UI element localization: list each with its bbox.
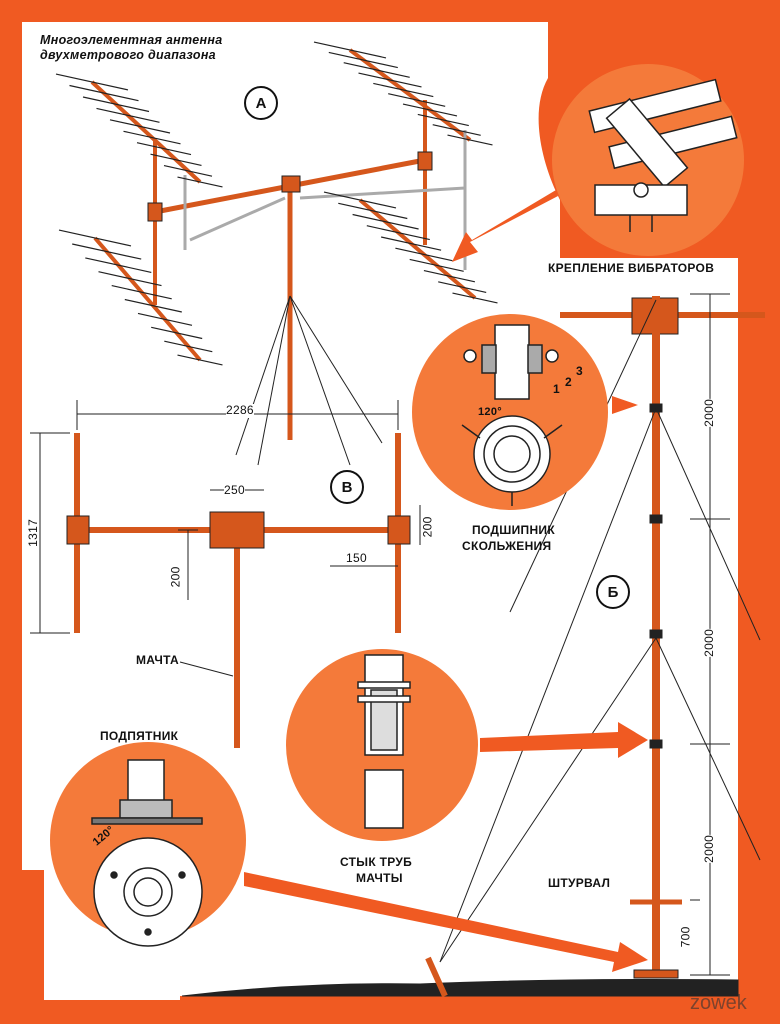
slide-bearing-caption-line1: ПОДШИПНИК <box>472 523 555 537</box>
view-v-front <box>30 400 421 748</box>
part-number-3: 3 <box>576 364 583 378</box>
vibrator-element <box>438 281 487 293</box>
view-label-a: А <box>244 86 278 120</box>
vibrator-element <box>452 292 498 304</box>
diagram-title-line2: двухметрового диапазона <box>40 48 216 62</box>
pipe-joint-detail <box>357 654 411 829</box>
vibrator-element <box>85 257 152 273</box>
view-label-v: В <box>330 470 364 504</box>
vibrator-element <box>380 236 442 251</box>
vibrator-element <box>111 285 172 300</box>
vibrator-element <box>72 243 142 260</box>
dimension-handwheel-height: 700 <box>678 926 693 948</box>
part-number-1: 1 <box>553 382 560 396</box>
handwheel-caption: ШТУРВАЛ <box>548 876 611 890</box>
vibrator-element <box>137 312 193 326</box>
view-b-mast <box>181 296 765 998</box>
vibrator-mount-caption: КРЕПЛЕНИЕ ВИБРАТОРОВ <box>548 261 715 275</box>
vibrator-element <box>366 225 430 241</box>
vibrator-mount-arrow <box>452 190 558 262</box>
vibrator-element <box>447 134 493 146</box>
vibrator-element <box>409 258 464 272</box>
pipe-joint-caption-line2: МАЧТЫ <box>356 871 403 885</box>
vibrator-element <box>109 119 171 134</box>
vibrator-element <box>58 229 132 247</box>
vibrator-element <box>358 72 422 88</box>
slide-bearing-arrow <box>612 396 638 414</box>
vibrator-element <box>124 298 182 313</box>
pipe-joint-caption-line1: СТЫК ТРУБ <box>340 855 413 869</box>
vibrator-element <box>338 202 408 220</box>
vibrator-element <box>177 176 223 188</box>
vibrator-element <box>96 107 160 123</box>
dimension-section-low: 2000 <box>702 834 717 863</box>
thrust-bearing-detail <box>91 759 203 947</box>
slide-bearing-circle <box>412 314 608 510</box>
vibrator-element <box>123 130 181 145</box>
white-panel <box>22 22 738 1000</box>
vibrator-element <box>395 247 453 262</box>
view-a-vibrator-elements <box>55 41 498 366</box>
vibrator-element <box>69 84 139 102</box>
bearing-angle-label: 120° <box>478 406 502 418</box>
vibrator-mount-detail <box>588 78 738 232</box>
dimension-boom: 250 <box>224 483 245 498</box>
vibrator-element <box>150 153 202 166</box>
vibrator-element <box>328 51 398 69</box>
vibrator-element <box>163 165 213 177</box>
watermark: zowek <box>690 992 747 1014</box>
slide-bearing-caption-line2: СКОЛЬЖЕНИЯ <box>462 539 552 553</box>
dimension-width: 2286 <box>226 403 254 418</box>
vibrator-element <box>388 93 446 107</box>
vibrator-element <box>323 191 397 209</box>
diagram-title-line1: Многоэлементная антенна <box>40 33 223 47</box>
vibrator-element <box>343 62 410 78</box>
vibrator-element <box>423 270 476 283</box>
dimension-side-offset: 200 <box>420 516 435 538</box>
mast-caption: МАЧТА <box>136 653 179 667</box>
vibrator-element <box>373 82 434 98</box>
view-a-perspective-antenna <box>90 48 477 466</box>
vibrator-element <box>432 124 481 136</box>
vibrator-element <box>98 271 162 287</box>
vibrator-element <box>417 113 469 127</box>
vibrator-element <box>136 142 192 156</box>
view-label-b: Б <box>596 575 630 609</box>
dimension-section-top: 2000 <box>702 398 717 427</box>
dimension-height: 1317 <box>26 518 41 547</box>
vibrator-element <box>151 326 203 340</box>
part-number-2: 2 <box>565 375 572 389</box>
thrust-bearing-caption: ПОДПЯТНИК <box>100 729 179 743</box>
pipe-joint-arrow <box>480 722 648 758</box>
dimension-side-gap: 150 <box>346 551 367 565</box>
vibrator-element <box>82 96 150 113</box>
dimension-mast-offset: 200 <box>168 566 183 588</box>
vibrator-element <box>402 103 458 117</box>
vibrator-element <box>313 41 387 59</box>
vibrator-element <box>352 213 419 230</box>
vibrator-element <box>55 73 129 91</box>
dimension-section-mid: 2000 <box>702 628 717 657</box>
slide-bearing-detail <box>461 324 563 506</box>
vibrator-element <box>177 354 223 366</box>
vibrator-element <box>164 340 213 353</box>
thrust-bearing-arrow <box>244 872 648 972</box>
